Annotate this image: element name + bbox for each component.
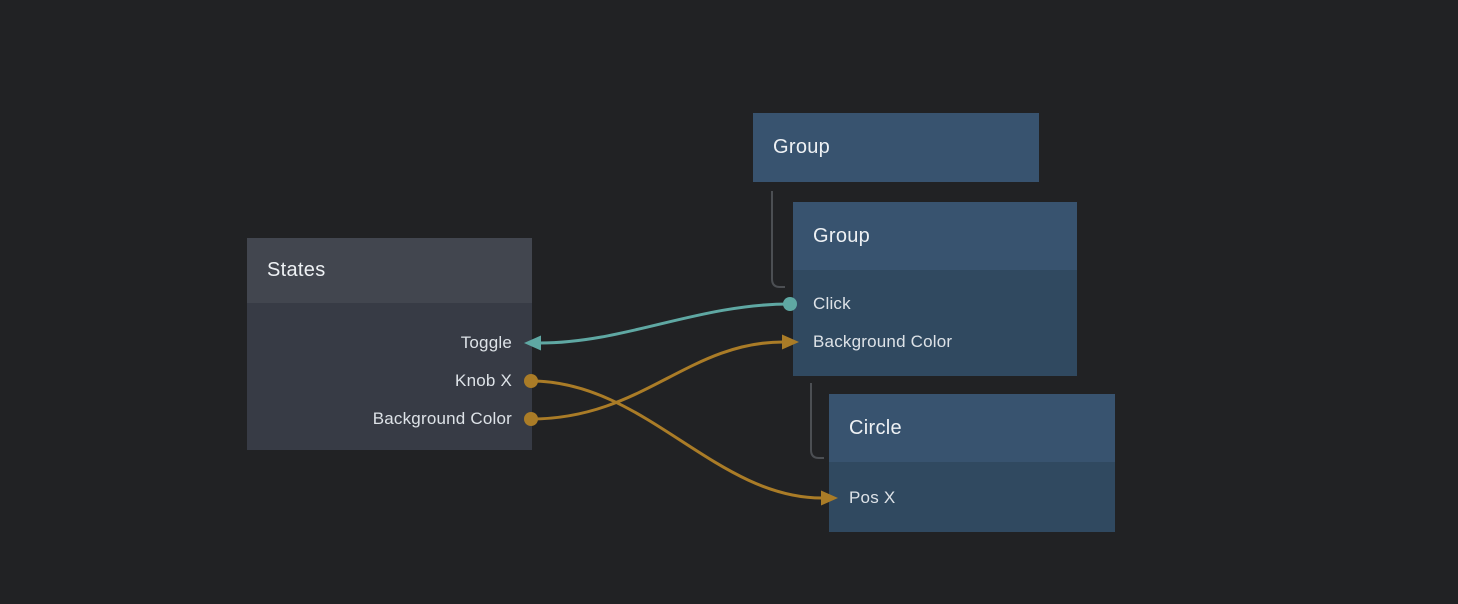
group-inner-node-body: Click Background Color (793, 270, 1077, 376)
port-pos-x[interactable]: Pos X (849, 488, 896, 507)
circle-node-header[interactable]: Circle (829, 394, 1115, 462)
port-background-color-states[interactable]: Background Color (372, 409, 512, 428)
group-inner-node[interactable]: Group Click Background Color (793, 202, 1077, 376)
states-node-title: States (267, 259, 326, 281)
port-background-color-group[interactable]: Background Color (813, 332, 953, 351)
connection-click-to-toggle[interactable] (538, 302, 792, 345)
states-node-header[interactable]: States (247, 238, 532, 303)
circle-node[interactable]: Circle Pos X (829, 394, 1115, 532)
circle-node-body: Pos X (829, 462, 1115, 532)
states-node[interactable]: States Toggle Knob X Background Color (247, 238, 532, 450)
port-toggle[interactable]: Toggle (460, 333, 512, 352)
port-knob-x[interactable]: Knob X (455, 371, 512, 390)
group-outer-node-header[interactable]: Group (753, 113, 1039, 182)
group-inner-node-title: Group (813, 224, 871, 247)
hierarchy-link-group-to-circle (810, 383, 824, 459)
connection-background-color[interactable] (529, 340, 785, 421)
hierarchy-link-group-to-group (771, 191, 785, 288)
circle-node-title: Circle (849, 416, 902, 439)
group-outer-node[interactable]: Group (753, 113, 1039, 182)
group-inner-node-header[interactable]: Group (793, 202, 1077, 270)
connection-knob-x-to-pos-x[interactable] (529, 379, 824, 500)
states-node-body: Toggle Knob X Background Color (247, 303, 532, 450)
port-click[interactable]: Click (813, 294, 851, 313)
group-outer-node-title: Group (773, 136, 831, 158)
